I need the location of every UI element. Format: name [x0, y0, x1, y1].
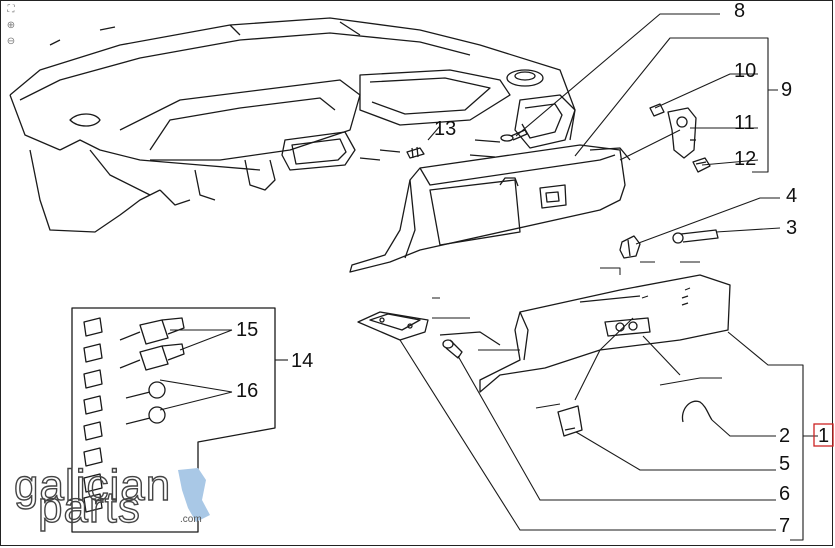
- keys-15: [119, 317, 185, 371]
- screw-13: [406, 146, 425, 159]
- callout-9[interactable]: 9: [781, 79, 792, 101]
- callout-4[interactable]: 4: [786, 185, 797, 207]
- callout-8[interactable]: 8: [734, 0, 745, 22]
- dashboard-drawing: [9, 17, 576, 233]
- lock-cylinders-column: [83, 317, 103, 513]
- callout-14[interactable]: 14: [291, 350, 313, 372]
- callout-6[interactable]: 6: [779, 483, 790, 505]
- highlight-box-1: [813, 423, 834, 447]
- watermark-domain: .com: [180, 514, 202, 525]
- callout-11[interactable]: 11: [734, 112, 755, 134]
- nut-10: [649, 103, 665, 117]
- bushing-6: [442, 339, 463, 359]
- keys-16: [125, 381, 166, 425]
- latch-bracket-11: [667, 107, 697, 159]
- callout-1[interactable]: 1: [818, 425, 829, 447]
- callout-5[interactable]: 5: [779, 453, 790, 475]
- assembly-guides: [432, 261, 722, 409]
- watermark-line1: galician: [14, 461, 171, 510]
- lock-cylinder-4: [619, 235, 641, 259]
- callout-15[interactable]: 15: [236, 319, 258, 341]
- callout-10[interactable]: 10: [734, 60, 756, 82]
- fit-screen-icon[interactable]: ⛶: [7, 4, 15, 15]
- callout-13[interactable]: 13: [434, 118, 456, 140]
- callout-16[interactable]: 16: [236, 380, 258, 402]
- spring-clip-2: [681, 400, 713, 423]
- galician-parts-watermark: galician parts .com: [13, 460, 210, 533]
- callout-3[interactable]: 3: [786, 217, 797, 239]
- zoom-in-icon[interactable]: ⊕: [6, 20, 16, 31]
- watermark-line2: parts: [38, 483, 141, 532]
- callout-12[interactable]: 12: [734, 148, 756, 170]
- clip-5: [557, 405, 583, 437]
- callout-7[interactable]: 7: [779, 515, 790, 537]
- leader-lines: [159, 13, 818, 541]
- key-set-box: [71, 307, 276, 533]
- watermark-map-icon: [178, 468, 210, 522]
- zoom-out-icon[interactable]: ⊖: [6, 36, 16, 47]
- hinge-plate-7: [357, 311, 429, 341]
- pin-3: [672, 229, 719, 244]
- screw-8: [500, 129, 528, 142]
- callout-2[interactable]: 2: [779, 425, 790, 447]
- bumper-12: [692, 157, 711, 173]
- glovebox-upper-drawing: [349, 144, 631, 273]
- glovebox-lower-drawing: [439, 274, 731, 393]
